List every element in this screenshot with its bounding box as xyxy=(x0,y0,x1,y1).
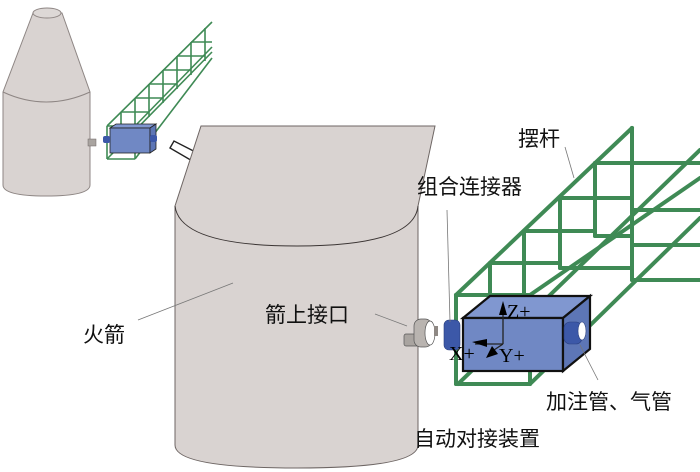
inset-docking-device xyxy=(103,123,158,154)
combined-connector xyxy=(443,319,461,351)
label-rocket-interface: 箭上接口 xyxy=(265,303,349,327)
label-auto-docking-device: 自动对接装置 xyxy=(414,427,540,451)
leader-lines xyxy=(137,146,599,381)
axis-label-y: Y+ xyxy=(499,345,525,367)
inset-rocket xyxy=(2,7,97,197)
label-rocket: 火箭 xyxy=(83,323,125,347)
axis-label-z: Z+ xyxy=(507,301,531,323)
label-combined-connector: 组合连接器 xyxy=(417,175,522,199)
label-fill-gas-pipes: 加注管、气管 xyxy=(546,390,672,414)
label-swing-arm: 摆杆 xyxy=(518,127,560,151)
inset-overview xyxy=(2,7,213,197)
axis-label-x: X+ xyxy=(449,343,475,365)
auto-docking-device xyxy=(443,293,594,374)
fill-gas-pipe-connector xyxy=(563,321,587,345)
coordinate-axes xyxy=(472,301,507,358)
main-rocket xyxy=(174,125,436,469)
rocket-interface xyxy=(403,318,438,348)
